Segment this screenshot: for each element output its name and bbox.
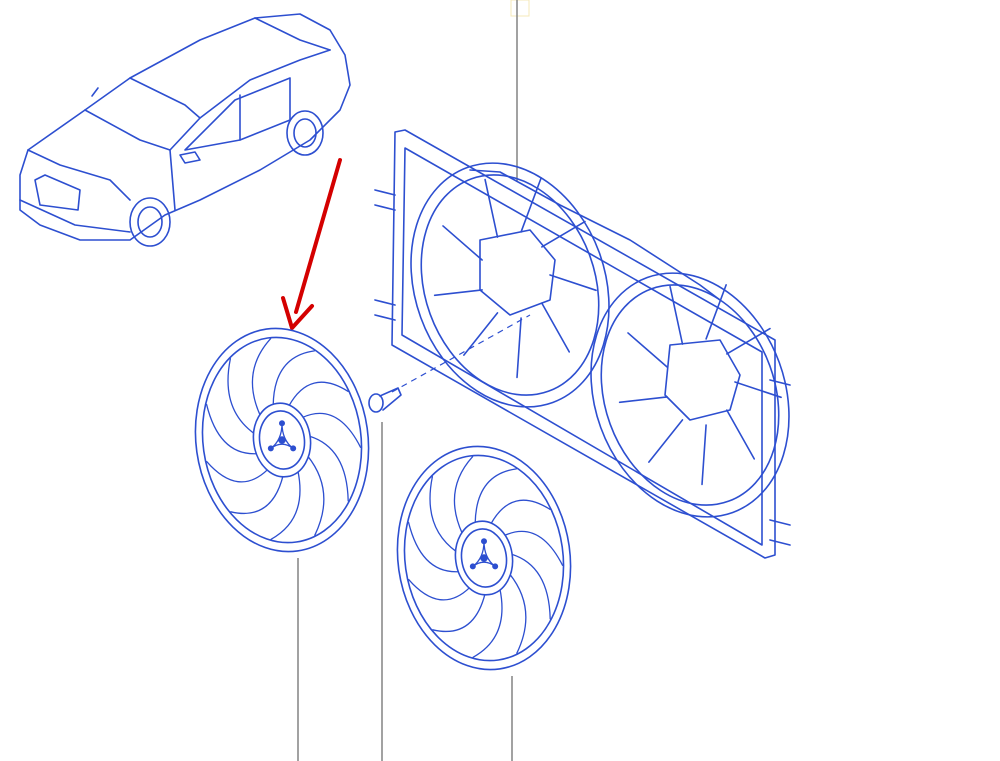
fan-blade [288, 381, 349, 407]
cooling-fan-highlighted[interactable] [181, 317, 383, 563]
shroud-spoke [541, 302, 571, 353]
fan-blade [270, 470, 301, 540]
fan-blade [490, 499, 551, 525]
hub-bolt-icon [492, 563, 499, 570]
fan-hub-inner [460, 528, 508, 588]
shroud-spoke [484, 178, 499, 238]
fan-blade [251, 338, 272, 417]
highlight-arrow [281, 158, 342, 330]
callout-marker [510, 0, 530, 17]
shroud-spoke [726, 327, 771, 355]
cooling-fan[interactable] [383, 435, 585, 681]
shroud-spoke [433, 289, 483, 297]
shroud-spoke [726, 409, 756, 460]
shroud-spoke [549, 274, 597, 292]
hub-bolt-icon [290, 445, 297, 452]
hub-center [278, 436, 286, 444]
fan-blade [308, 435, 349, 502]
fan-blade [472, 588, 503, 658]
fan-blade [429, 476, 458, 553]
fan-blade [474, 468, 518, 525]
fan-blade [301, 412, 362, 448]
fan-ring-inner [201, 336, 363, 544]
shroud-spoke [442, 225, 483, 261]
fan-blade [453, 456, 474, 535]
hub-bolt-icon [267, 445, 274, 452]
shroud-spoke [648, 419, 684, 463]
shroud-spoke [541, 220, 586, 248]
fan-blade [206, 460, 269, 483]
fan-blades [205, 338, 362, 540]
shroud-spoke [627, 332, 668, 368]
fan-ring-inner [403, 454, 565, 662]
shroud-spoke [618, 396, 668, 404]
shroud-spoke [701, 424, 707, 486]
vehicle-illustration[interactable] [19, 13, 351, 247]
leader-lines [297, 0, 530, 761]
assembly-line [391, 314, 531, 393]
shroud-spoke [516, 317, 522, 379]
shroud-spoke [520, 177, 542, 233]
fan-blades [407, 456, 564, 658]
fan-hub-inner [258, 410, 306, 470]
fan-blade [407, 521, 460, 573]
shroud-spoke [463, 312, 499, 356]
hub-bolt-icon [469, 563, 476, 570]
fan-ring [396, 445, 572, 671]
fan-blade [230, 475, 284, 514]
fan-blade [227, 358, 256, 435]
fan-blade [508, 573, 527, 654]
hub-center [480, 554, 488, 562]
fan-blade [432, 593, 486, 632]
fan-blade [408, 578, 471, 601]
fan-ring [194, 327, 370, 553]
fan-blade [205, 403, 258, 455]
fan-blade [503, 530, 564, 566]
mounting-screw[interactable] [368, 387, 402, 413]
shroud-spoke [669, 285, 684, 345]
hub-bolt-icon [278, 420, 285, 427]
shroud-spoke [705, 284, 727, 340]
fan-blade [510, 553, 551, 620]
hub-bolt-icon [480, 538, 487, 545]
fan-blade [272, 350, 316, 407]
shroud-spoke [734, 381, 782, 399]
fan-shroud[interactable] [374, 129, 822, 559]
fan-blade [306, 455, 325, 536]
